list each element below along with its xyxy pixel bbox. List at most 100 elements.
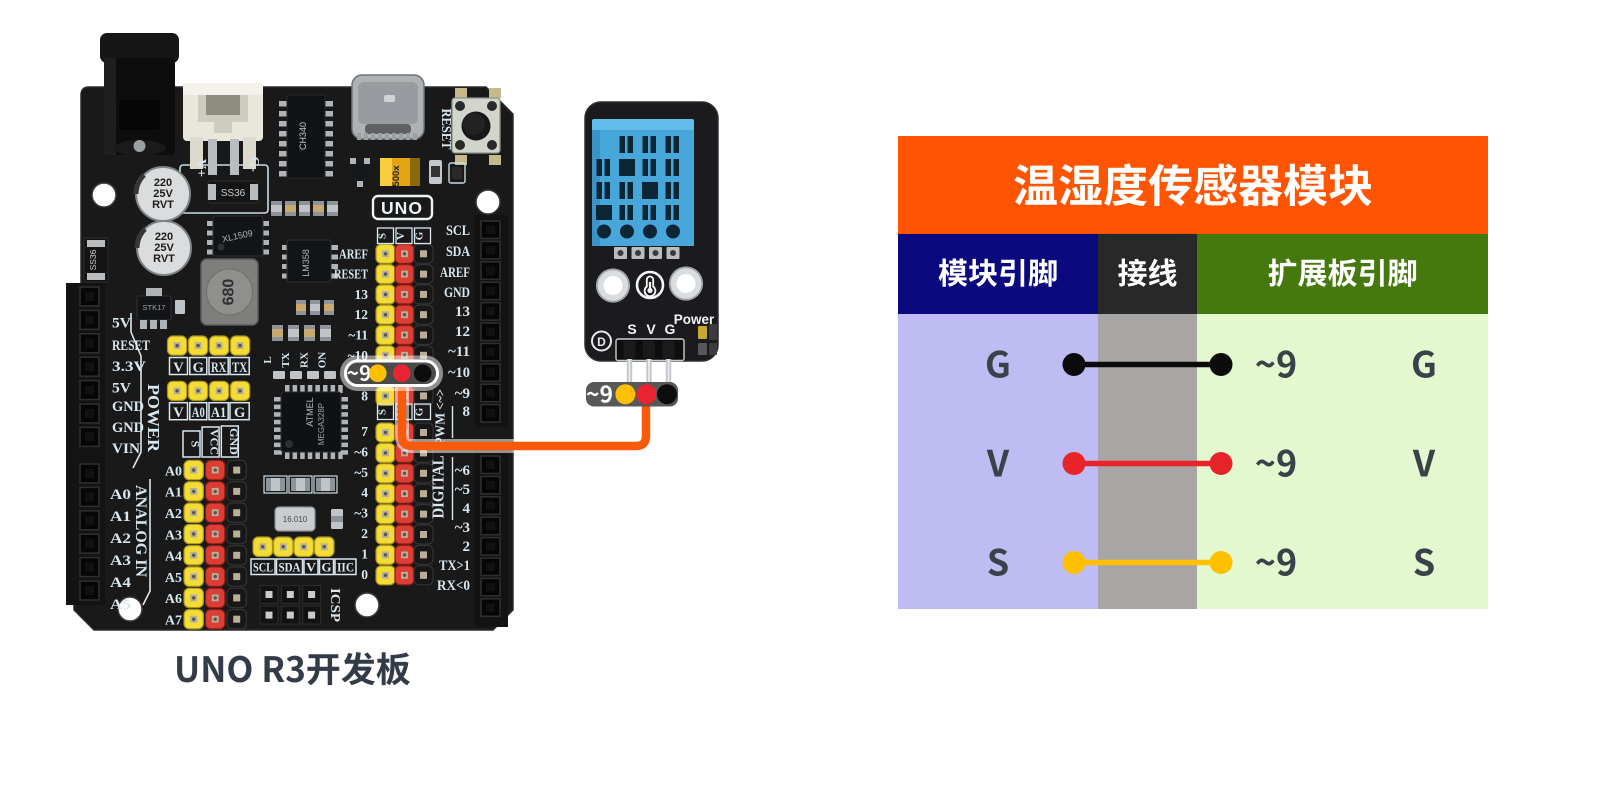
svg-text:LM358: LM358 [301, 249, 311, 277]
svg-text:POWER: POWER [144, 384, 163, 453]
svg-text:~5: ~5 [354, 465, 368, 480]
svg-text:500x: 500x [391, 165, 402, 187]
svg-text:RVT: RVT [153, 253, 175, 265]
svg-text:V: V [173, 405, 184, 421]
svg-text:SCL: SCL [253, 560, 273, 575]
svg-text:RESET: RESET [334, 267, 368, 282]
svg-text:A0: A0 [165, 464, 182, 479]
svg-text:5V: 5V [112, 381, 131, 397]
svg-text:G: G [665, 321, 676, 337]
svg-text:GND: GND [444, 285, 470, 301]
svg-text:TX: TX [232, 360, 248, 376]
svg-text:V: V [646, 321, 656, 337]
svg-text:220: 220 [154, 177, 172, 189]
svg-text:A2: A2 [165, 507, 182, 522]
svg-text:RX: RX [298, 352, 310, 368]
svg-text:G: G [234, 405, 245, 421]
svg-text:TX: TX [280, 352, 292, 367]
svg-text:0: 0 [361, 567, 368, 582]
svg-text:~11: ~11 [348, 328, 368, 343]
svg-text:PWM <~>: PWM <~> [434, 389, 449, 445]
svg-text:SS36: SS36 [88, 249, 98, 270]
svg-text:S: S [189, 441, 203, 448]
svg-text:5V: 5V [112, 316, 131, 332]
svg-text:SDA: SDA [446, 244, 470, 260]
svg-text:13: 13 [355, 287, 369, 302]
svg-text:~6: ~6 [354, 444, 368, 459]
svg-text:~5: ~5 [455, 482, 470, 498]
svg-text:S: S [627, 321, 636, 337]
svg-text:A4: A4 [110, 575, 132, 591]
svg-text:A3: A3 [165, 528, 182, 543]
svg-text:A0: A0 [192, 405, 205, 421]
svg-text:AREF: AREF [440, 265, 470, 281]
svg-text:V+: V+ [193, 159, 208, 177]
svg-text:~9: ~9 [455, 386, 470, 402]
svg-text:RESET: RESET [112, 338, 150, 354]
svg-text:~11: ~11 [448, 344, 470, 360]
svg-text:TX>1: TX>1 [439, 558, 470, 574]
svg-text:G: G [193, 360, 204, 376]
svg-text:A1: A1 [165, 486, 182, 501]
svg-text:GND: GND [112, 420, 144, 436]
svg-text:3.3V: 3.3V [112, 359, 146, 375]
svg-text:~3: ~3 [354, 506, 368, 521]
svg-text:2: 2 [463, 539, 471, 555]
svg-text:13: 13 [455, 304, 470, 320]
svg-text:1: 1 [361, 546, 368, 561]
svg-text:~3: ~3 [455, 520, 470, 536]
svg-text:RX: RX [211, 360, 227, 376]
svg-text:G: G [414, 407, 426, 416]
svg-text:12: 12 [355, 307, 369, 322]
svg-text:ATMEL: ATMEL [305, 397, 315, 426]
svg-text:D: D [597, 335, 606, 349]
svg-text:680: 680 [221, 279, 238, 306]
svg-text:25V: 25V [153, 188, 173, 200]
svg-text:CH340: CH340 [298, 122, 308, 150]
svg-text:A2: A2 [110, 531, 131, 547]
svg-text:4: 4 [463, 501, 471, 517]
svg-text:GND: GND [112, 399, 144, 415]
svg-text:MEGA328P: MEGA328P [317, 403, 326, 445]
svg-text:G: G [414, 231, 426, 240]
svg-text:SCL: SCL [446, 223, 470, 239]
svg-text:G: G [322, 560, 332, 575]
svg-text:V: V [306, 560, 317, 575]
svg-text:2: 2 [361, 526, 368, 541]
svg-text:S: S [377, 409, 389, 415]
svg-text:RESET: RESET [438, 109, 453, 151]
svg-text:ICSP: ICSP [328, 588, 343, 622]
svg-text:STK17: STK17 [143, 303, 166, 312]
svg-text:ANALOG IN: ANALOG IN [132, 485, 149, 577]
svg-text:SDA: SDA [279, 560, 302, 575]
svg-text:220: 220 [155, 231, 173, 243]
svg-text:G-: G- [246, 156, 261, 172]
svg-text:A3: A3 [110, 553, 131, 569]
svg-text:RVT: RVT [152, 199, 174, 211]
svg-text:IIC: IIC [337, 560, 354, 575]
svg-text:A1: A1 [211, 405, 226, 421]
svg-text:Power: Power [674, 312, 715, 327]
svg-text:GND: GND [227, 428, 241, 455]
svg-text:12: 12 [455, 324, 470, 340]
svg-text:S: S [377, 233, 389, 239]
svg-text:A6: A6 [165, 592, 182, 607]
svg-text:V: V [395, 232, 407, 240]
svg-text:25V: 25V [154, 242, 174, 254]
svg-text:8: 8 [361, 388, 368, 403]
svg-text:VCC: VCC [208, 429, 222, 455]
svg-text:~6: ~6 [455, 463, 471, 479]
svg-text:4: 4 [361, 485, 368, 500]
svg-text:7: 7 [361, 424, 368, 439]
svg-text:ON: ON [317, 352, 329, 369]
svg-text:A0: A0 [110, 487, 131, 503]
svg-text:A5: A5 [110, 597, 131, 613]
svg-text:V: V [173, 360, 184, 376]
svg-text:A7: A7 [165, 614, 182, 629]
svg-text:A5: A5 [165, 571, 182, 586]
svg-text:~10: ~10 [448, 365, 470, 381]
svg-text:VIN: VIN [112, 441, 140, 457]
svg-text:DIGITAL: DIGITAL [429, 456, 448, 519]
svg-text:SS36: SS36 [221, 188, 246, 199]
svg-text:16.010: 16.010 [283, 515, 308, 524]
